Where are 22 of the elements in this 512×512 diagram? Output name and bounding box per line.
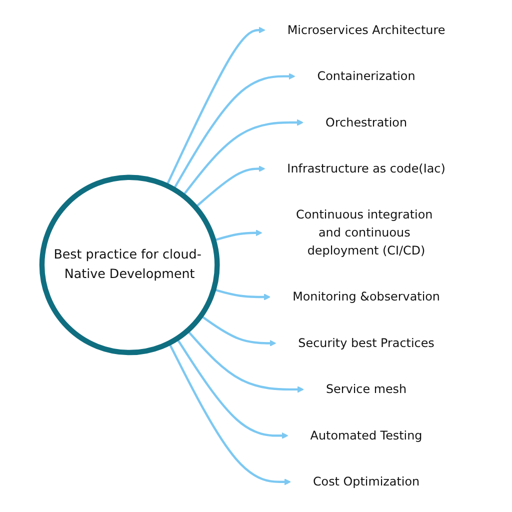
flowchart: Best practice for cloud- Native Development Microservices Architecture Containerization Orchestration Infrastructure as code(Iac) Continuous integration and continuous deployment (CI/CD) Monitoring &observation Security best Practices Service mesh Automated Testing Cost Optimization [36,4,476,508]
node-text: Service mesh [326,382,406,396]
arrow [213,230,262,242]
node-text: Cost Optimization [312,474,420,489]
arrow [165,26,265,186]
arrow [182,119,304,196]
node-text: Security best Practices [298,336,434,350]
arrow [194,165,265,208]
node-text: Automated Testing [310,428,422,442]
node-text: Continuous integration and continuous deployment (CI/CD) [296,208,432,258]
node-text: Containerization [316,68,415,84]
node-text: Infrastructure as code(Iac) [286,161,446,176]
arrow [176,338,288,439]
node-circle [39,174,220,356]
node-text: Monitoring &observation [292,290,440,304]
arrow [172,73,295,190]
arrow [186,330,304,393]
node-text: Orchestration [325,115,407,130]
arrow [168,342,291,486]
arrow [213,288,270,300]
arrow [200,314,276,346]
node-text: Microservices Architecture [287,22,445,37]
